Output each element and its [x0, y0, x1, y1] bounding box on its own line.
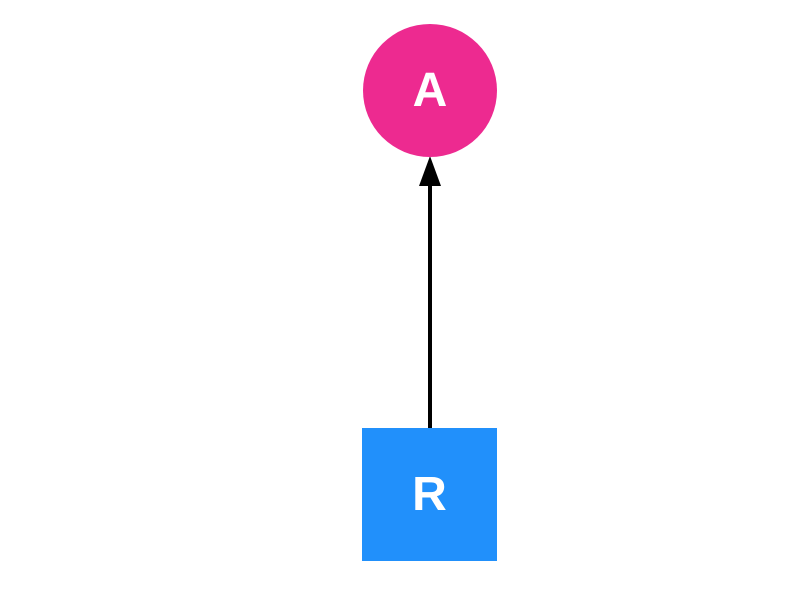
- edge-arrowhead-icon: [419, 156, 441, 186]
- node-r-label: R: [412, 467, 447, 521]
- node-r[interactable]: R: [362, 428, 497, 561]
- node-a[interactable]: A: [363, 24, 497, 157]
- edge-r-to-a: [419, 156, 441, 428]
- node-a-label: A: [412, 63, 448, 117]
